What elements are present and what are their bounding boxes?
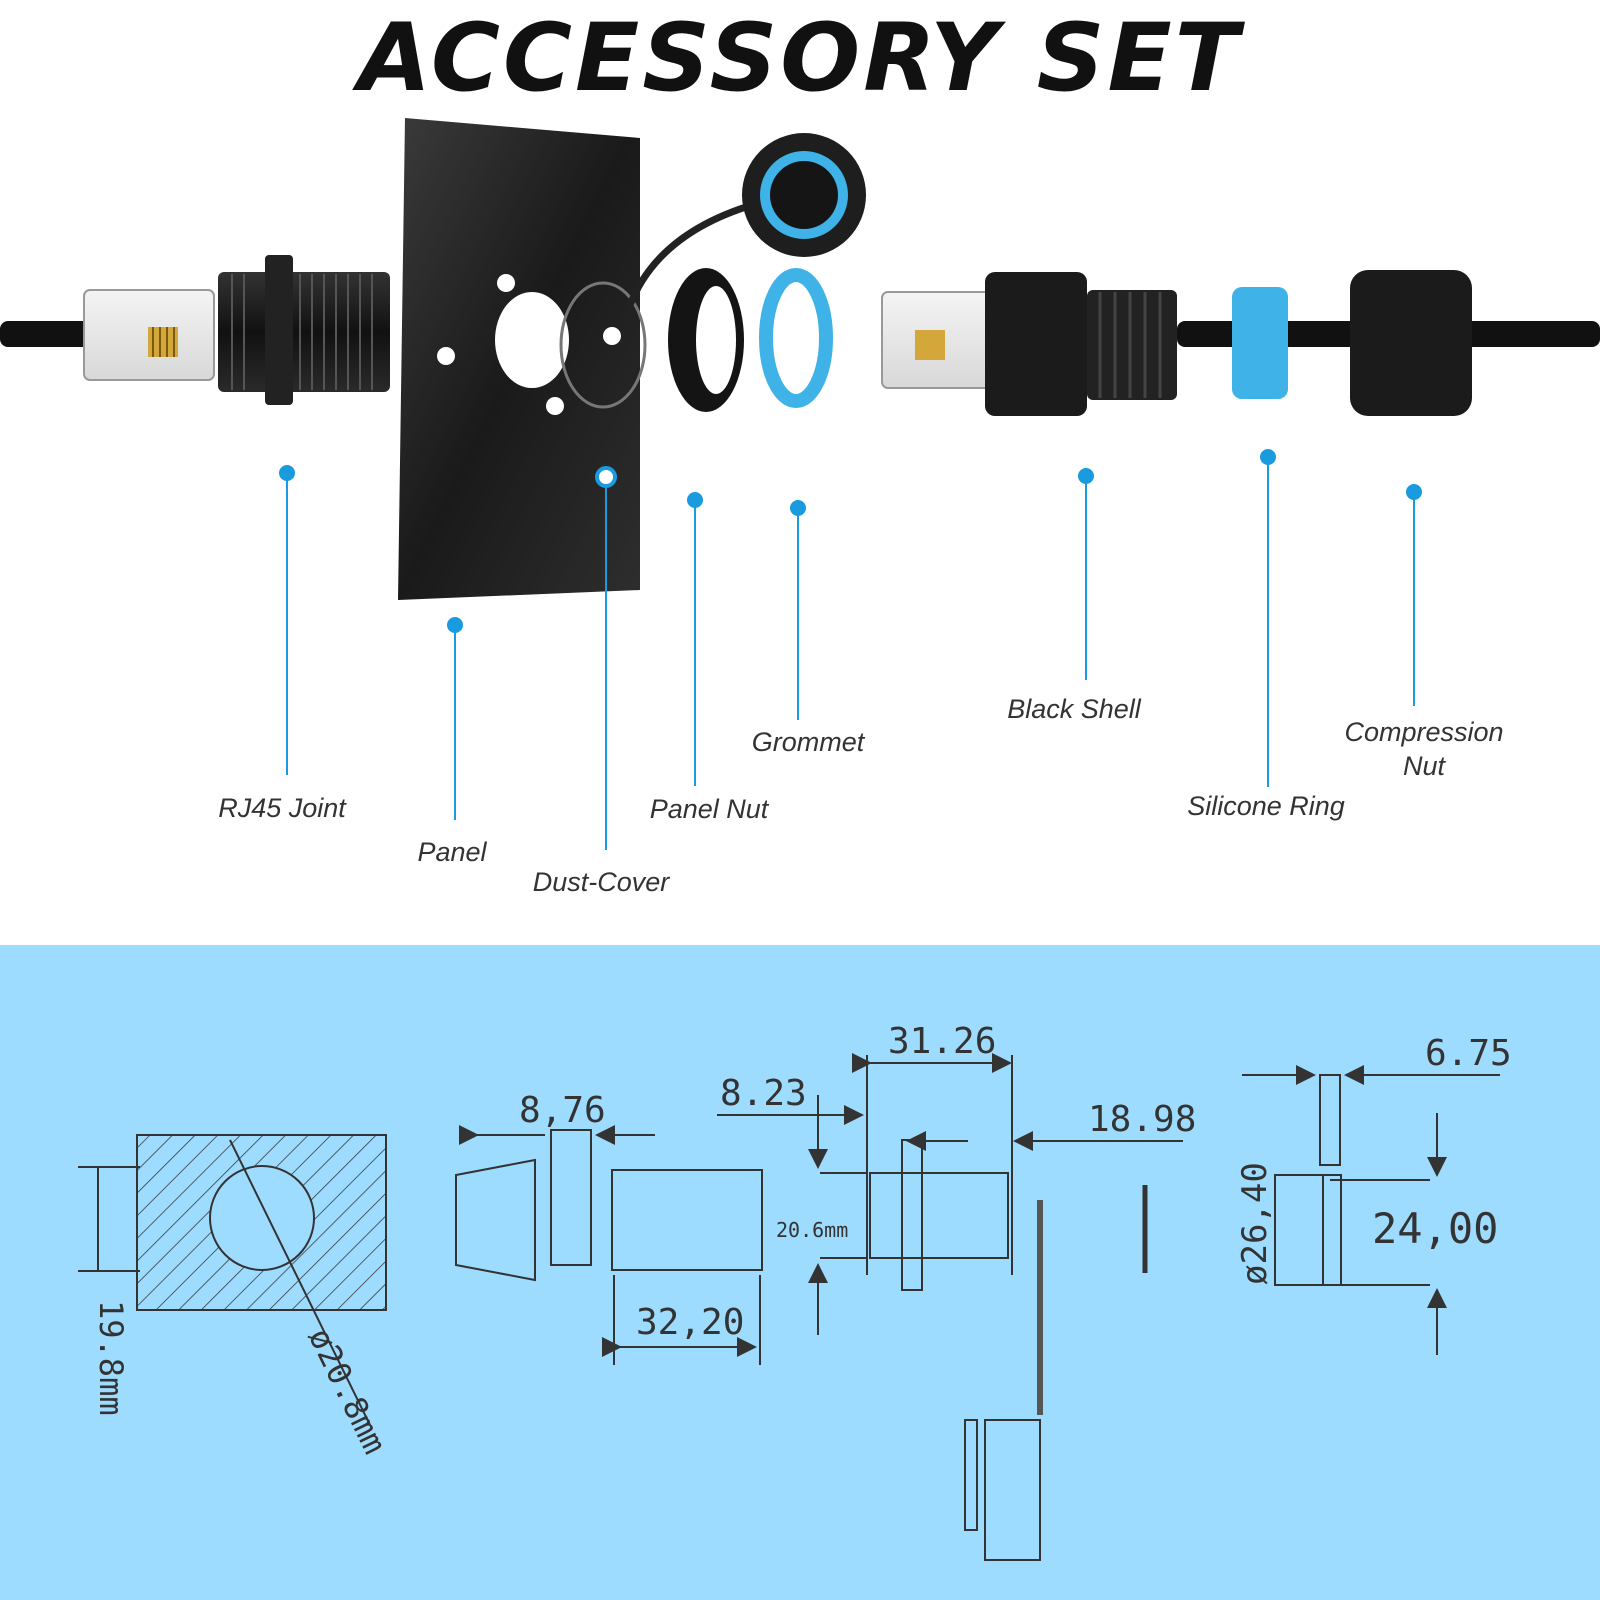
panelnut-label: Panel Nut <box>649 794 769 824</box>
panel-label: Panel <box>417 837 487 867</box>
grommet-ring <box>759 268 833 408</box>
blackshell-label: Black Shell <box>1007 694 1141 724</box>
right-rj-plug <box>881 291 1001 389</box>
rj45-label: RJ45 Joint <box>218 793 346 823</box>
ring-width-dim: 6.75 <box>1425 1033 1512 1074</box>
plug-view <box>455 1125 763 1365</box>
panel-nut-shape <box>668 268 744 412</box>
dust-cover-strap <box>621 196 771 321</box>
black-shell-shape <box>985 272 1177 416</box>
dustcover-leader <box>605 485 607 850</box>
socket-length-dim: 31.26 <box>888 1021 996 1062</box>
panel-hole-dim: 20.6mm <box>776 1218 848 1242</box>
nut-width-dim: 8,76 <box>519 1090 606 1131</box>
grommet-label: Grommet <box>751 727 865 757</box>
socket-view <box>717 1053 1183 1561</box>
end-view <box>1242 1065 1500 1355</box>
shell-offset-dim: 8.23 <box>720 1073 807 1114</box>
dustcover-label: Dust-Cover <box>532 867 670 897</box>
parts-illustration <box>0 118 1600 600</box>
blackshell-leader <box>1085 476 1087 680</box>
technical-drawing-panel: 19.8mm ø20.8mm 8,76 32,20 <box>0 945 1600 1600</box>
panel-leader <box>454 625 456 820</box>
grommet-leader <box>797 508 799 720</box>
left-rj-plug <box>83 289 215 381</box>
left-cable <box>0 321 100 347</box>
page-title: ACCESSORY SET <box>358 4 1242 113</box>
compression-label: Compression Nut <box>1344 717 1504 781</box>
compression-leader <box>1413 492 1415 706</box>
accessory-photo-area: ACCESSORY SET <box>0 4 1600 897</box>
cutout-view <box>78 1134 387 1426</box>
panelnut-leader <box>694 500 696 786</box>
dust-cover-cap <box>742 133 866 257</box>
silicone-ring-shape <box>1232 287 1288 399</box>
silicone-leader <box>1267 457 1269 787</box>
silicone-label: Silicone Ring <box>1187 791 1345 821</box>
cutout-height-dim: 19.8mm <box>92 1300 130 1416</box>
rj45-joint-body <box>218 255 390 405</box>
socket-depth-dim: 18.98 <box>1088 1099 1196 1140</box>
compression-nut-shape <box>1350 270 1472 416</box>
flange-diameter-dim: ø26,40 <box>1235 1162 1275 1285</box>
cutout-diameter-dim: ø20.8mm <box>301 1322 394 1460</box>
rj45-leader <box>286 473 288 775</box>
panel-plate <box>398 118 647 600</box>
body-diameter-dim: 24,00 <box>1372 1204 1498 1253</box>
technical-drawing: 19.8mm ø20.8mm 8,76 32,20 <box>78 1021 1512 1561</box>
plug-length-dim: 32,20 <box>636 1302 744 1343</box>
